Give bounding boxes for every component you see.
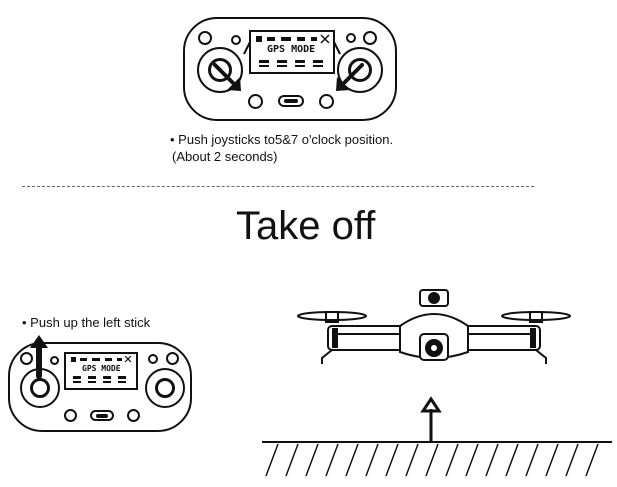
photo-button[interactable] bbox=[346, 33, 356, 43]
arrow-down-left-icon bbox=[336, 63, 364, 91]
return-home-button[interactable] bbox=[198, 31, 212, 45]
arrow-down-right-icon bbox=[213, 63, 241, 91]
small-button-left[interactable] bbox=[231, 35, 241, 45]
speed-button[interactable] bbox=[248, 94, 263, 109]
propeller-left-icon bbox=[297, 311, 367, 321]
instruction-duration: (About 2 seconds) bbox=[172, 149, 278, 164]
power-button[interactable] bbox=[278, 95, 304, 107]
drone-illustration bbox=[297, 289, 571, 364]
lcd-status-icons bbox=[71, 356, 132, 363]
section-divider bbox=[22, 186, 534, 187]
lcd-screen-top: GPS MODE bbox=[243, 30, 341, 74]
lcd-readouts bbox=[73, 376, 126, 383]
return-home-button[interactable] bbox=[20, 352, 33, 365]
ground-hatching bbox=[262, 441, 612, 477]
gear-icon[interactable] bbox=[319, 94, 334, 109]
right-stick-housing bbox=[337, 47, 383, 93]
lcd-readouts bbox=[259, 60, 323, 67]
page-title: Take off bbox=[236, 204, 376, 248]
lcd-mode-label: GPS MODE bbox=[82, 364, 121, 373]
lcd-screen-bottom: GPS MODE bbox=[64, 352, 138, 390]
right-joystick[interactable] bbox=[348, 58, 372, 82]
arrow-up-icon bbox=[30, 335, 48, 379]
lcd-status-icons bbox=[256, 34, 330, 44]
left-stick-housing bbox=[20, 368, 60, 408]
small-button-left[interactable] bbox=[50, 356, 59, 365]
camera-icon[interactable] bbox=[363, 31, 377, 45]
lcd-mode-label: GPS MODE bbox=[267, 44, 316, 55]
power-button[interactable] bbox=[90, 410, 114, 421]
left-joystick[interactable] bbox=[30, 378, 50, 398]
lcd-bracket-marks bbox=[243, 41, 341, 55]
photo-button[interactable] bbox=[148, 354, 158, 364]
instruction-joysticks: • Push joysticks to5&7 o'clock position. bbox=[170, 132, 394, 147]
instruction-left-stick: • Push up the left stick bbox=[22, 315, 151, 330]
camera-icon[interactable] bbox=[166, 352, 179, 365]
right-stick-housing bbox=[145, 368, 185, 408]
gear-icon[interactable] bbox=[127, 409, 140, 422]
speed-button[interactable] bbox=[64, 409, 77, 422]
liftoff-arrow-icon bbox=[420, 396, 442, 441]
propeller-right-icon bbox=[501, 311, 571, 321]
right-joystick[interactable] bbox=[155, 378, 175, 398]
